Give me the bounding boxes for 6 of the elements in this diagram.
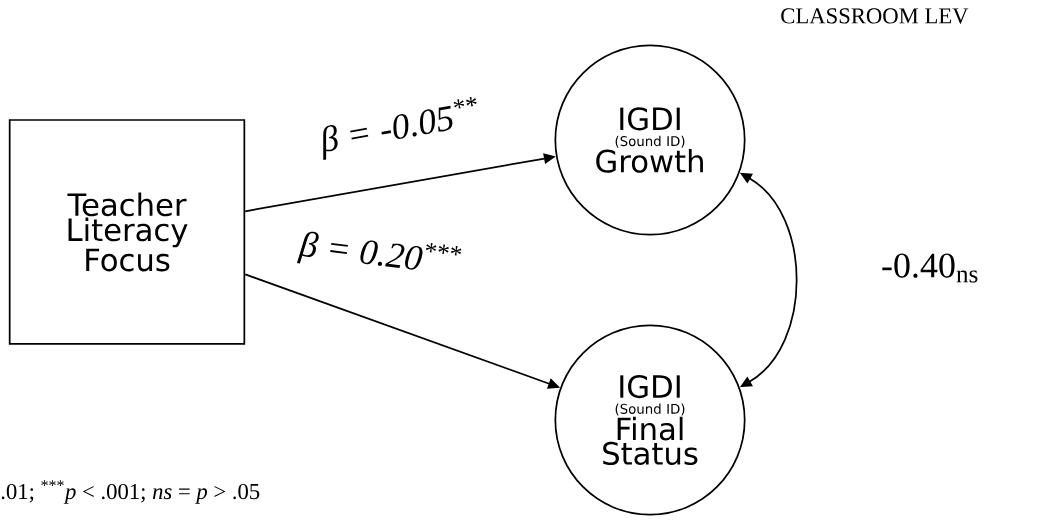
process-box: Teacher Literacy Focus — [8, 119, 246, 345]
edge-label: -0.40$_{ns}$ — [882, 253, 978, 283]
heading-text: CLASSROOM LEV — [781, 8, 969, 24]
edge-label: β = 0.20$^{***}$ — [296, 231, 462, 270]
edge-label: β = -0.05$^{**}$ — [323, 97, 477, 160]
footnote-text: .01; $^{***}$p < .001; ns = p > .05 — [1, 480, 260, 504]
